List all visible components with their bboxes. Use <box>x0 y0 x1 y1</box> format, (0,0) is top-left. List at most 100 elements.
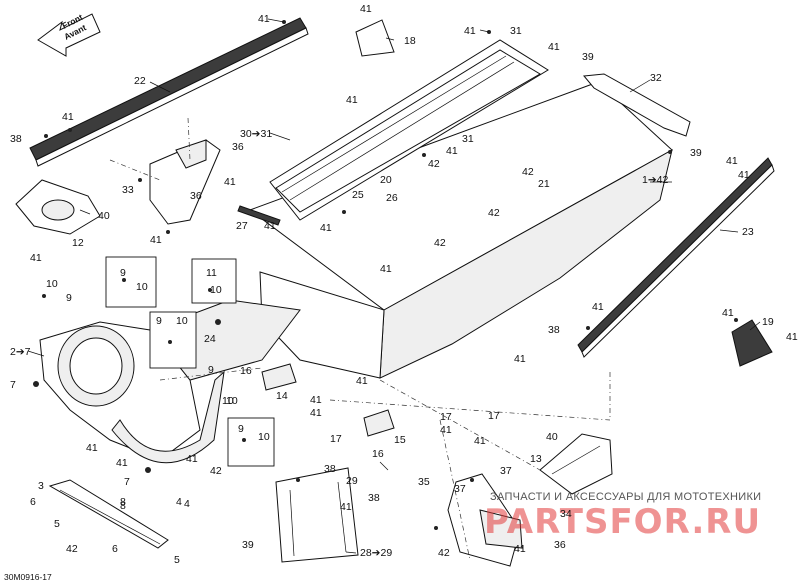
callout-label: 10 <box>222 395 234 407</box>
callout-label: 29 <box>346 475 358 487</box>
callout-label: 37 <box>500 465 512 477</box>
callout-label: 16 <box>372 448 384 460</box>
callout-label: 41 <box>514 543 526 555</box>
part-30-heat-exchanger <box>269 39 549 221</box>
part-15-footrest <box>363 409 395 437</box>
callout-label: 40 <box>98 210 110 222</box>
callout-label: 28➔29 <box>360 547 392 559</box>
fastener-dots <box>33 20 738 530</box>
callout-label: 41 <box>726 155 738 167</box>
callout-label: 39 <box>242 539 254 551</box>
part-4-frame-arc <box>111 370 225 464</box>
part-18-bracket <box>355 19 395 57</box>
callout-label: 19 <box>762 316 774 328</box>
callout-label: 41 <box>548 41 560 53</box>
callout-label: 10 <box>226 395 238 407</box>
part-32-brace <box>583 73 691 137</box>
callout-label: 9 <box>208 364 214 376</box>
callout-label: 23 <box>742 226 754 238</box>
callout-label: 42 <box>522 166 534 178</box>
part-1-tunnel <box>248 81 673 379</box>
part-3-skid-plate <box>48 479 169 549</box>
callout-label: 36 <box>554 539 566 551</box>
callout-label: 40 <box>546 431 558 443</box>
front-arrow-icon: Front Avant <box>37 12 101 57</box>
callout-label: 41 <box>446 145 458 157</box>
callout-label: 1➔42 <box>642 174 668 186</box>
leader-lines <box>27 18 761 554</box>
callout-label: 10 <box>136 281 148 293</box>
callout-label: 24 <box>204 333 216 345</box>
callout-label: 41 <box>224 176 236 188</box>
callout-label: 15 <box>394 434 406 446</box>
callout-label: 39 <box>690 147 702 159</box>
part-27-rod <box>237 205 281 226</box>
callout-label: 41 <box>738 169 750 181</box>
callout-label: 8 <box>120 500 126 512</box>
callout-label: 42 <box>210 465 222 477</box>
watermark-subtitle: ЗАПЧАСТИ И АКСЕССУАРЫ ДЛЯ МОТОТЕХНИКИ <box>490 491 761 503</box>
callout-label: 25 <box>352 189 364 201</box>
callout-label: 13 <box>530 453 542 465</box>
callout-label: 38 <box>324 463 336 475</box>
callout-label: 41 <box>722 307 734 319</box>
callout-label: 41 <box>440 424 452 436</box>
callout-label: 31 <box>510 25 522 37</box>
callout-label: 41 <box>786 331 798 343</box>
callout-label: 41 <box>320 222 332 234</box>
callout-label: 10 <box>46 278 58 290</box>
callout-label: 10 <box>258 431 270 443</box>
callout-label: 42 <box>488 207 500 219</box>
callout-label: 41 <box>310 407 322 419</box>
callout-label: 41 <box>258 13 270 25</box>
callout-label: 9 <box>120 267 126 279</box>
callout-label: 42 <box>428 158 440 170</box>
callout-label: 37 <box>454 483 466 495</box>
callout-label: 17 <box>330 433 342 445</box>
callout-label: 20 <box>380 174 392 186</box>
callout-label: 41 <box>30 252 42 264</box>
callout-label: 41 <box>464 25 476 37</box>
detail-box-9-10-a <box>105 256 157 308</box>
callout-label: 3 <box>38 480 44 492</box>
callout-label: 4 <box>184 498 190 510</box>
part-12-bracket <box>15 179 101 235</box>
callout-label: 11 <box>206 267 217 279</box>
document-id: 30M0916-17 <box>4 572 52 582</box>
callout-label: 30➔31 <box>240 128 272 140</box>
callout-label: 6 <box>112 543 118 555</box>
callout-label: 42 <box>434 237 446 249</box>
callout-label: 7 <box>124 476 130 488</box>
callout-label: 41 <box>86 442 98 454</box>
callout-label: 2➔7 <box>10 346 31 358</box>
watermark: ЗАПЧАСТИ И АКСЕССУАРЫ ДЛЯ МОТОТЕХНИКИ PA… <box>484 491 761 542</box>
part-37-hitch <box>447 473 523 567</box>
detail-box-9-10-b <box>149 311 197 369</box>
callout-label: 34 <box>560 508 572 520</box>
part-23-running-board-right <box>577 157 775 358</box>
callout-label: 12 <box>72 237 84 249</box>
callout-label: 16 <box>240 365 252 377</box>
callout-label: 35 <box>418 476 430 488</box>
callout-label: 27 <box>236 220 248 232</box>
callout-label: 17 <box>440 411 452 423</box>
part-33-bracket <box>149 139 221 225</box>
callout-label: 41 <box>62 111 74 123</box>
callout-label: 18 <box>404 35 416 47</box>
watermark-brand: PARTSFOR.RU <box>484 502 761 542</box>
callout-label: 41 <box>356 375 368 387</box>
callout-label: 41 <box>592 301 604 313</box>
callout-label: 38 <box>10 133 22 145</box>
callout-label: 31 <box>462 133 474 145</box>
callout-label: 6 <box>30 496 36 508</box>
callout-label: 10 <box>210 284 222 296</box>
callout-label: 36 <box>190 190 202 202</box>
callout-label: 41 <box>116 457 128 469</box>
callout-label: 38 <box>368 492 380 504</box>
callout-label: 14 <box>276 390 288 402</box>
callout-label: 41 <box>360 3 372 15</box>
callout-label: 21 <box>538 178 550 190</box>
callout-label: 41 <box>514 353 526 365</box>
callout-label: 9 <box>66 292 72 304</box>
callout-label: 5 <box>174 554 180 566</box>
